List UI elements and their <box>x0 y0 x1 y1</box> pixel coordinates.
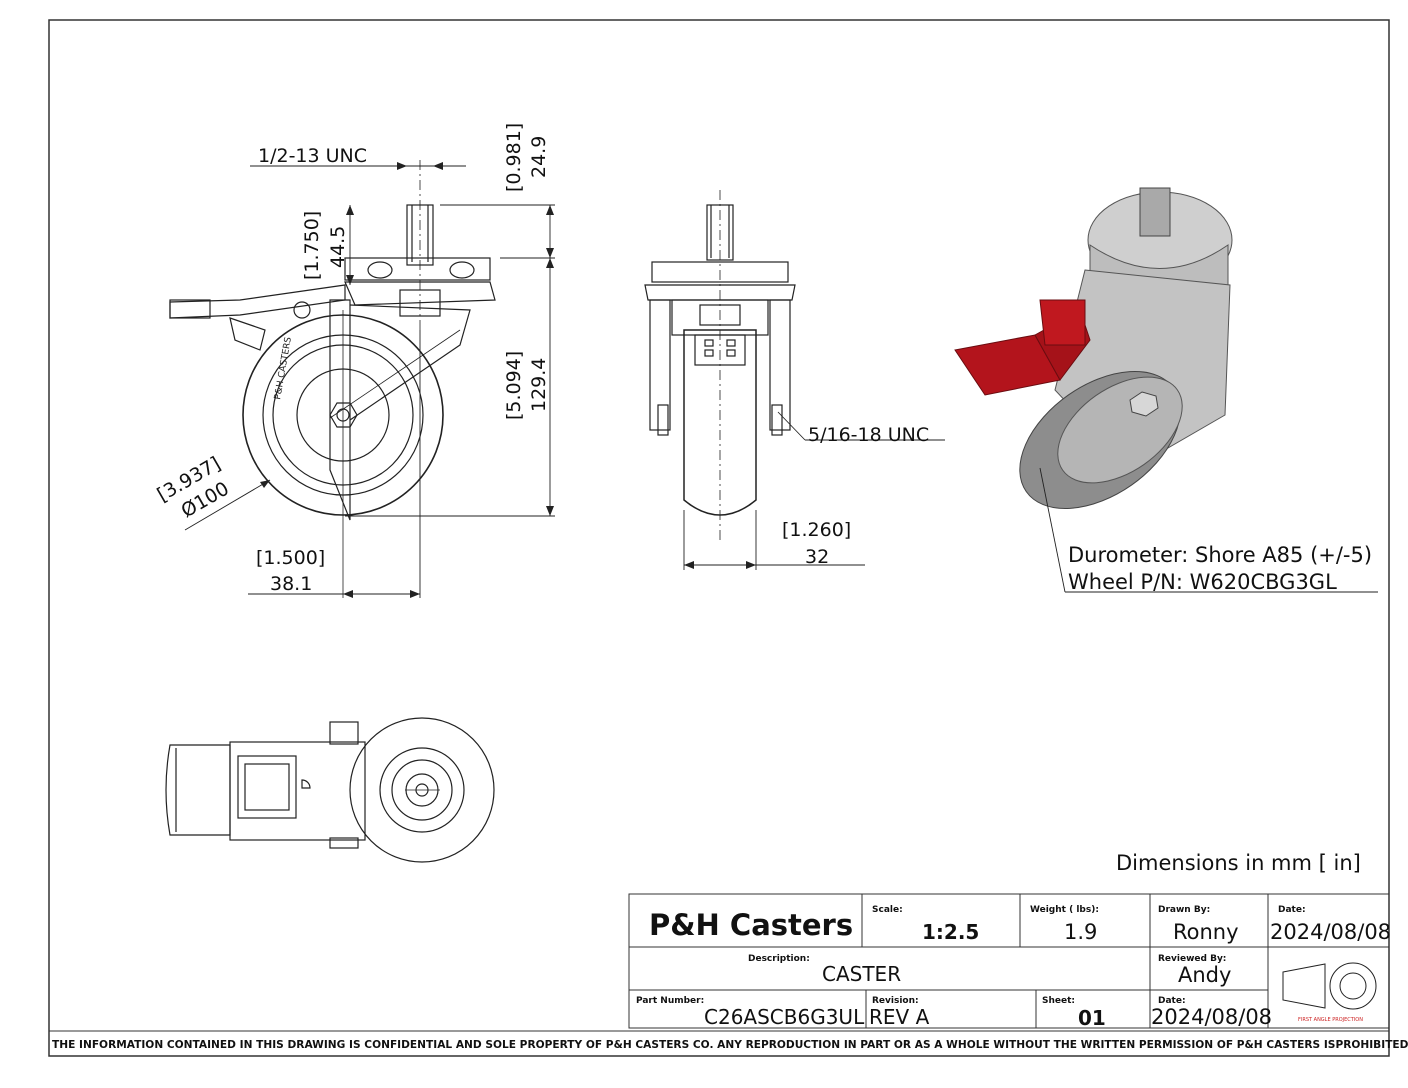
dim-top-mm: 44.5 <box>327 226 349 268</box>
side-view-dimensions <box>184 162 555 598</box>
dim-width-in: [1.260] <box>782 519 851 541</box>
revision-label: Revision: <box>872 996 919 1006</box>
footer-notice: THE INFORMATION CONTAINED IN THIS DRAWIN… <box>52 1039 1408 1051</box>
title-block-text: P&H Casters Scale: 1:2.5 Weight ( lbs): … <box>636 905 1391 1030</box>
date2-label: Date: <box>1158 996 1186 1006</box>
front-view-dim-labels: 5/16-18 UNC [1.260] 32 <box>782 424 929 568</box>
description-label: Description: <box>748 954 810 964</box>
dim-top-in: [1.750] <box>301 211 323 280</box>
reviewed-by-label: Reviewed By: <box>1158 954 1226 964</box>
projection-label: FIRST ANGLE PROJECTION <box>1298 1017 1363 1023</box>
thread-label-axle: 5/16-18 UNC <box>808 424 929 446</box>
dim-offset-mm: 38.1 <box>270 573 312 595</box>
scale-value: 1:2.5 <box>922 920 979 944</box>
revision-value: REV A <box>869 1005 930 1029</box>
dim-stud-in: [0.981] <box>503 123 525 192</box>
weight-value: 1.9 <box>1064 920 1097 944</box>
date-value: 2024/08/08 <box>1270 920 1391 944</box>
scale-label: Scale: <box>872 905 903 915</box>
description-value: CASTER <box>822 962 901 986</box>
thread-label-stud: 1/2-13 UNC <box>258 145 367 167</box>
company-name: P&H Casters <box>649 908 853 942</box>
wheel-pn-note: Wheel P/N: W620CBG3GL <box>1068 570 1337 594</box>
front-view <box>644 190 796 540</box>
dim-height-mm: 129.4 <box>528 358 550 412</box>
front-view-dimensions <box>683 411 945 570</box>
projection-symbol-icon <box>1282 963 1326 1009</box>
title-block <box>628 893 1390 1029</box>
dim-width-mm: 32 <box>805 546 829 568</box>
drawn-by-label: Drawn By: <box>1158 905 1210 915</box>
iso-notes <box>1039 467 1378 593</box>
date-label: Date: <box>1278 905 1306 915</box>
reviewed-by-value: Andy <box>1178 963 1231 987</box>
sheet-border <box>48 19 1390 1057</box>
date2-value: 2024/08/08 <box>1151 1005 1272 1029</box>
units-note: Dimensions in mm [ in] <box>1116 851 1361 875</box>
part-number-value: C26ASCB6G3UL <box>704 1005 865 1029</box>
top-view <box>165 717 495 863</box>
weight-label: Weight ( lbs): <box>1030 905 1099 915</box>
dim-height-in: [5.094] <box>503 351 525 420</box>
dim-offset-in: [1.500] <box>256 547 325 569</box>
part-number-label: Part Number: <box>636 996 704 1006</box>
sheet-label: Sheet: <box>1042 996 1075 1006</box>
sheet-value: 01 <box>1078 1006 1106 1030</box>
drawn-by-value: Ronny <box>1173 920 1239 944</box>
isometric-view <box>954 187 1233 510</box>
side-view-dim-labels: 1/2-13 UNC [0.981] 24.9 [1.750] 44.5 [5.… <box>154 123 551 595</box>
dim-stud-mm: 24.9 <box>528 136 550 178</box>
durometer-note: Durometer: Shore A85 (+/-5) <box>1068 543 1372 567</box>
